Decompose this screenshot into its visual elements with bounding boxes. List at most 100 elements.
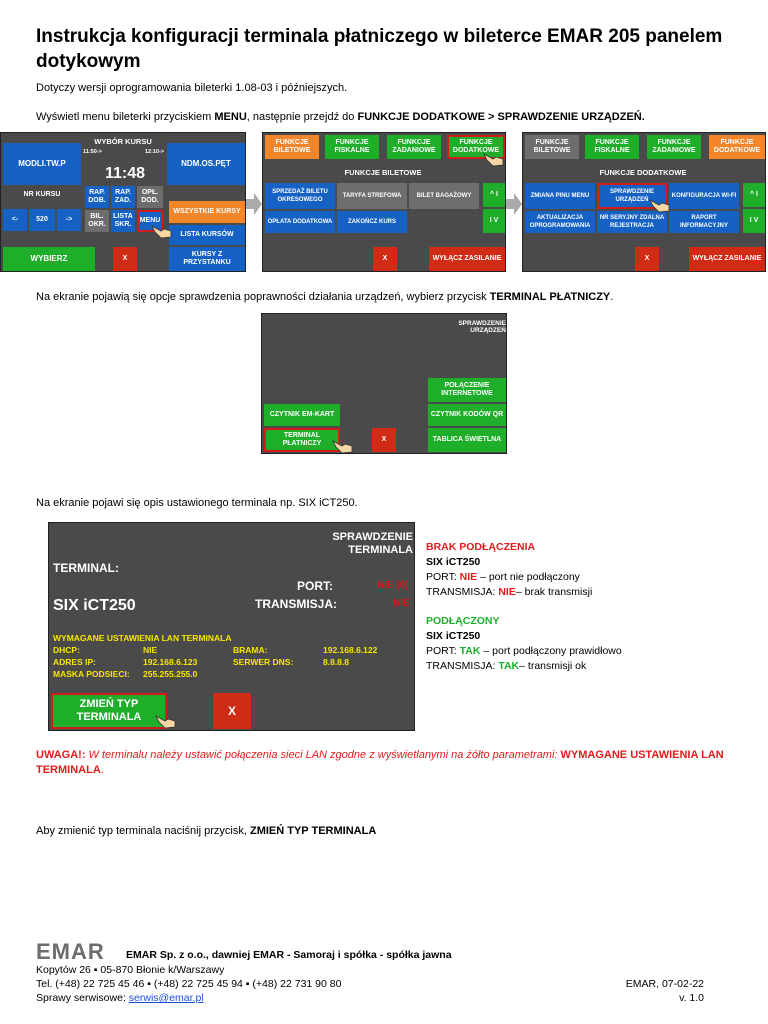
czytnik-qr-button[interactable]: CZYTNIK KODÓW QR [428,404,506,426]
dhcp-value: NIE [143,645,158,655]
section-header: FUNKCJE BILETOWE [344,168,422,177]
item-sprzedaz-biletu[interactable]: SPRZEDAŻ BILETU OKRESOWEGO [265,183,335,209]
item-oplata[interactable]: OPŁATA DODATKOWA [265,211,335,233]
close-button[interactable]: X [372,428,396,452]
opl-dod-button[interactable]: OPŁ. DOD. [137,186,163,208]
wybierz-button[interactable]: WYBIERZ [3,247,95,271]
port-status: NIE (0) [377,580,409,591]
warning-bold: WYMAGANE USTAWIENIA LAN TERMINALA [36,749,724,776]
doc-date: EMAR, 07-02-22 [625,978,704,990]
modli-button[interactable]: MODLI.TW.P [3,143,81,185]
ip-label: ADRES IP: [53,657,96,667]
port-post: – port podłączony prawidłowo [480,645,622,657]
gateway-label: BRAMA: [233,645,268,655]
step2-text: Na ekranie pojawią się opcje sprawdzenia… [36,290,613,304]
step4-text: Aby zmienić typ terminala naciśnij przyc… [36,824,376,838]
transmission-label: TRANSMISJA: [255,597,338,611]
lista-skr-button[interactable]: LISTA SKR. [111,210,135,232]
not-connected-device: SIX iCT250 [426,556,481,568]
item-konfiguracja-wifi[interactable]: KONFIGURACJA WI-FI [669,183,739,209]
next-course-button[interactable]: -> [57,209,81,231]
item-taryfa[interactable]: TARYFA STREFOWA [337,183,407,209]
rap-zad-button[interactable]: RAP. ZAD. [111,186,135,208]
step2-bold: TERMINAL PŁATNICZY [489,291,611,303]
legend-not-connected: BRAK PODŁĄCZENIA SIX iCT250 PORT: NIE – … [426,540,592,600]
mask-value: 255.255.255.0 [143,669,198,679]
step1-mid: , następnie przejdź do [246,111,358,123]
dns-label: SERWER DNS: [233,657,294,667]
course-number[interactable]: 520 [29,209,55,231]
doc-version: v. 1.0 [679,992,704,1004]
item-zmiana-pinu[interactable]: ZMIANA PINU MENU [525,183,595,209]
not-connected-transmission: TRANSMISJA: NIE– brak transmisji [426,585,592,600]
device-check-header: SPRAWDZENIE URZĄDZEŃ [458,320,506,334]
bil-okr-button[interactable]: BIL. OKR. [85,210,109,232]
dns-value: 8.8.8.8 [323,657,349,667]
tab-zadaniowe[interactable]: FUNKCJE ZADANIOWE [647,135,701,159]
clock: 11:48 [104,165,146,182]
change-terminal-type-button[interactable]: ZMIEŃ TYP TERMINALA [51,693,167,729]
prev-course-button[interactable]: <- [3,209,27,231]
tab-fiskalne[interactable]: FUNKCJE FISKALNE [585,135,639,159]
kursy-z-przystanku-button[interactable]: KURSY Z PRZYSTANKU [169,247,245,271]
lan-settings-header: WYMAGANE USTAWIENIA LAN TERMINALA [53,633,232,643]
tablica-swietlna-button[interactable]: TABLICA ŚWIETLNA [428,428,506,452]
terminal-check-header-2: TERMINALA [348,544,413,556]
tab-fiskalne[interactable]: FUNKCJE FISKALNE [325,135,379,159]
item-bilet-bagazowy[interactable]: BILET BAGAŻOWY [409,183,479,209]
course-header: WYBÓR KURSU [94,137,152,146]
step3-text: Na ekranie pojawi się opis ustawionego t… [36,497,358,509]
port-label: PORT: [297,579,333,593]
tab-biletowe[interactable]: FUNKCJE BILETOWE [525,135,579,159]
nr-kursu-label: NR KURSU [23,191,61,198]
scroll-up-button[interactable]: ^ I [483,183,505,207]
company-address: Kopytów 26 ▪ 05-870 Błonie k/Warszawy [36,964,225,976]
close-button[interactable]: X [635,247,659,271]
mask-label: MASKA PODSIECI: [53,669,130,679]
tr-pre: TRANSMISJA: [426,586,499,598]
pointer-hand-icon [332,440,353,454]
ndm-button[interactable]: NDM.OS.PĘT [167,143,245,185]
close-button[interactable]: X [373,247,397,271]
tab-zadaniowe[interactable]: FUNKCJE ZADANIOWE [387,135,441,159]
tab-dodatkowe[interactable]: FUNKCJE DODATKOWE [447,135,505,159]
arrow-right-icon [246,193,262,215]
scroll-up-button[interactable]: ^ I [743,183,765,207]
tr-val: TAK [498,660,520,672]
screen-ticket-functions: FUNKCJE BILETOWE FUNKCJE FISKALNE FUNKCJ… [262,132,506,272]
czytnik-em-kart-button[interactable]: CZYTNIK EM-KART [264,404,340,426]
close-button[interactable]: X [213,693,251,729]
time-right: 12:10-> [145,149,165,155]
power-off-button[interactable]: WYŁĄCZ ZASILANIE [689,247,765,271]
service-pre: Sprawy serwisowe: [36,992,129,1004]
wszystkie-kursy-button[interactable]: WSZYSTKIE KURSY [169,201,245,223]
gateway-value: 192.168.6.122 [323,645,378,655]
scroll-down-button[interactable]: I V [743,209,765,233]
warning-label: UWAGA!: [36,749,86,761]
close-button[interactable]: X [113,247,137,271]
rap-dob-button[interactable]: RAP. DOB. [85,186,109,208]
polaczenie-internetowe-button[interactable]: POŁĄCZENIE INTERNETOWE [428,378,506,402]
company-phone: Tel. (+48) 22 725 45 46 ▪ (+48) 22 725 4… [36,978,342,990]
time-left: 11:50-> [83,149,102,155]
item-raport[interactable]: RAPORT INFORMACYJNY [669,211,739,233]
item-zakoncz-kurs[interactable]: ZAKOŃCZ KURS [337,211,407,233]
item-aktualizacja[interactable]: AKTUALIZACJA OPROGRAMOWANIA [525,211,595,233]
scroll-down-button[interactable]: I V [483,209,505,233]
section-header: FUNKCJE DODATKOWE [599,168,687,177]
item-nr-seryjny[interactable]: NR SERYJNY ZDALNA REJESTRACJA [597,211,667,233]
pointer-hand-icon [649,199,670,213]
tab-dodatkowe[interactable]: FUNKCJE DODATKOWE [709,135,765,159]
pointer-hand-icon [151,225,172,239]
legend-connected: PODŁĄCZONY SIX iCT250 PORT: TAK – port p… [426,614,622,674]
terminal-platniczy-button[interactable]: TERMINAL PŁATNICZY [264,428,340,452]
connected-title: PODŁĄCZONY [426,615,500,627]
menu-button[interactable]: MENU [137,210,163,232]
pointer-hand-icon [155,715,176,729]
power-off-button[interactable]: WYŁĄCZ ZASILANIE [429,247,505,271]
tab-biletowe[interactable]: FUNKCJE BILETOWE [265,135,319,159]
pointer-hand-icon [483,153,504,167]
lista-kursow-button[interactable]: LISTA KURSÓW [169,225,245,245]
service-email-link[interactable]: serwis@emar.pl [128,992,204,1004]
company-name: EMAR Sp. z o.o., dawniej EMAR - Samoraj … [126,949,452,961]
